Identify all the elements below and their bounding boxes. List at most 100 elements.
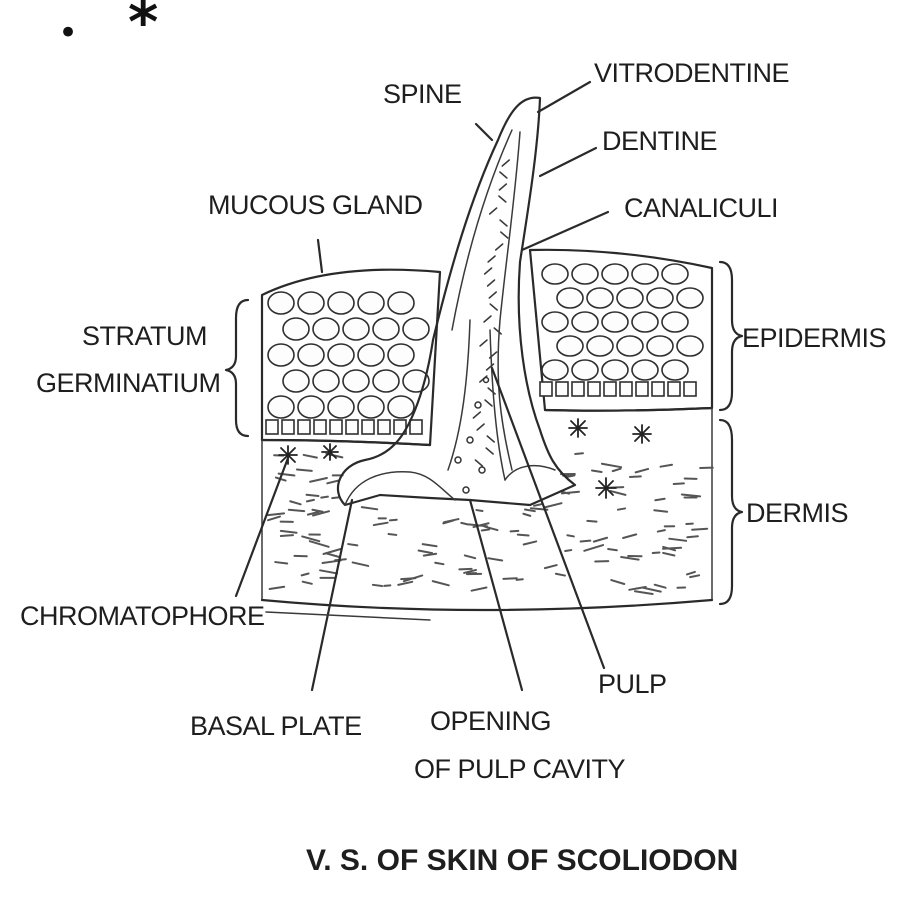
label-opening: OPENING (430, 706, 551, 736)
canaliculus (489, 292, 496, 298)
dermis-fibre (518, 535, 529, 536)
dermis-fibre (594, 538, 607, 542)
dermis-fibre (310, 478, 327, 482)
epidermal-cell (587, 288, 613, 308)
dermis-fibre (658, 530, 665, 531)
epidermal-cell (647, 336, 673, 356)
epidermal-cell (662, 264, 688, 284)
dermis-fibre (388, 534, 396, 535)
dermis-fibre (682, 495, 700, 497)
dermis-fibre (476, 510, 482, 511)
canaliculus (484, 316, 491, 322)
canaliculus (475, 460, 482, 466)
chromatophore-fibre-tail (266, 612, 430, 620)
basal-cell (556, 382, 568, 396)
epidermal-cell (358, 292, 384, 314)
dermis-fibre (621, 557, 638, 560)
dermis-fibre (353, 562, 369, 566)
canaliculus (485, 400, 492, 406)
dermis-fibre (654, 510, 667, 512)
epidermal-cell (343, 370, 369, 392)
dermis-brace (720, 420, 742, 604)
dermis-fibre (584, 545, 603, 551)
dermis-fibre (419, 551, 433, 554)
epidermal-cell (617, 336, 643, 356)
epidermal-cell (617, 288, 643, 308)
dermis-fibre (465, 555, 475, 558)
canaliculus (488, 280, 495, 286)
canaliculus (485, 268, 492, 274)
pulp-leader (492, 368, 604, 668)
epidermal-cell (358, 344, 384, 366)
dermis-fibre (433, 581, 449, 585)
epidermal-cell (298, 396, 324, 418)
corner-dot-mark: • (58, 13, 78, 53)
label-pulp: PULP (598, 669, 667, 699)
basal-cell (572, 382, 584, 396)
epidermal-cell (283, 370, 309, 392)
epidermal-cell (572, 312, 598, 332)
label-canaliculi: CANALICULI (624, 193, 778, 223)
label-chromatophore: CHROMATOPHORE (20, 601, 265, 631)
dermis-fibre (435, 563, 443, 564)
epidermal-cell (632, 264, 658, 284)
dermis-fibre (568, 475, 575, 476)
dentine-canaliculi (473, 160, 509, 466)
basal-cell (684, 382, 696, 396)
epidermal-cell (298, 292, 324, 314)
basal-cell (620, 382, 632, 396)
dermis-fibre (545, 565, 557, 568)
dermis-fibre (332, 497, 340, 498)
dermis-fibre (321, 497, 328, 498)
dermis-fibre (663, 553, 674, 556)
basal-cell (330, 420, 342, 434)
label-basal-plate: BASAL PLATE (190, 711, 362, 741)
dermis-fibre (472, 588, 487, 591)
epidermal-cell (572, 264, 598, 284)
dermis-fibre (623, 534, 636, 538)
dermis-fibre (635, 591, 653, 594)
label-germinatium: GERMINATIUM (36, 368, 221, 398)
epidermal-cell (602, 312, 628, 332)
corner-asterisk-mark: * (128, 0, 158, 56)
epidermal-cell (542, 312, 568, 332)
epidermal-cell (388, 344, 414, 366)
dermis-fibre (525, 510, 535, 512)
epidermal-cell (328, 292, 354, 314)
epidermal-cell (602, 360, 628, 380)
basal-plate-leader (312, 500, 352, 690)
basal-cell (588, 382, 600, 396)
canaliculus (490, 304, 497, 310)
dentine-leader (540, 148, 596, 176)
basal-cell (298, 420, 310, 434)
epidermal-cell (268, 396, 294, 418)
basal-cell (362, 420, 374, 434)
dermis-fibre (373, 585, 382, 586)
dermis-fibre (275, 562, 287, 563)
stratum-brace (226, 300, 248, 436)
epidermal-cell (677, 288, 703, 308)
dermis-fibre (374, 523, 388, 525)
dermis-fibre (268, 517, 280, 521)
canaliculus (488, 256, 495, 262)
dermis-fibre (524, 541, 536, 544)
epidermal-cell (632, 312, 658, 332)
epidermal-cell (388, 396, 414, 418)
dermis-fibre (270, 587, 285, 589)
dermis-fibre (587, 521, 596, 522)
dermis-fibre (669, 539, 686, 541)
basal-cell (540, 382, 552, 396)
basal-cell (410, 420, 422, 434)
dermis-fibre (307, 500, 314, 502)
canaliculus (486, 448, 493, 454)
dermis-fibre (523, 514, 530, 516)
canaliculus (496, 244, 503, 250)
dermis-fibre (281, 535, 293, 536)
label-vitrodentine: VITRODENTINE (594, 58, 789, 88)
epidermal-cell (313, 318, 339, 340)
label-of-pulp-cavity: OF PULP CAVITY (414, 754, 626, 784)
epidermis-right-block (530, 250, 712, 411)
dermis-fibre (565, 550, 571, 551)
